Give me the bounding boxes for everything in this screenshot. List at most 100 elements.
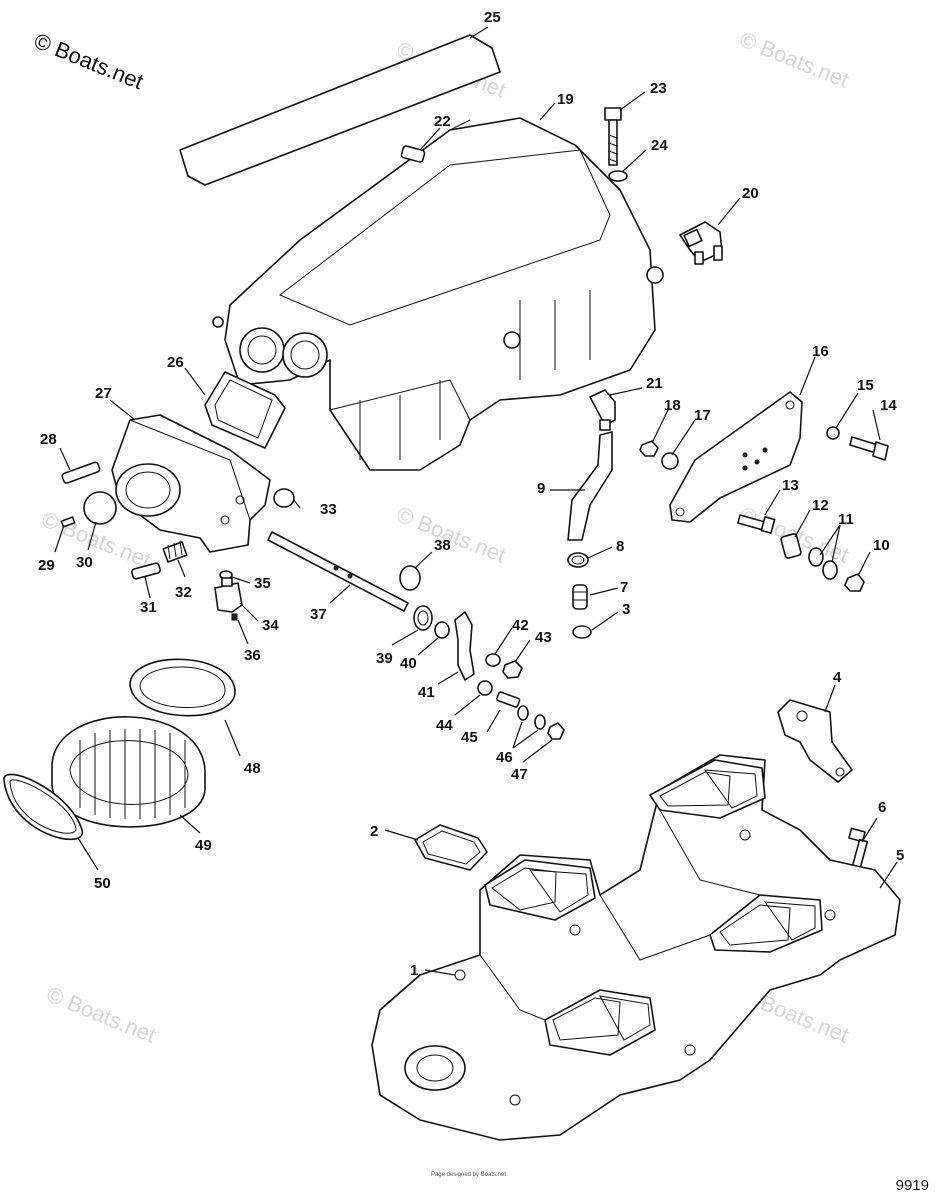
callout-5: 5 [896, 847, 904, 864]
part-7-valve [572, 584, 588, 610]
part-29-screw [60, 516, 76, 528]
callout-4: 4 [833, 669, 842, 686]
part-36-screw [231, 613, 238, 621]
callout-31: 31 [140, 599, 157, 616]
callout-36: 36 [244, 647, 261, 664]
callout-48: 48 [244, 760, 261, 777]
callout-7: 7 [620, 579, 628, 596]
drawing-number: 9919 [895, 1177, 929, 1194]
part-37-shaft [267, 531, 409, 612]
callout-6: 6 [878, 799, 886, 816]
callout-11: 11 [838, 511, 854, 528]
callout-18: 18 [664, 397, 681, 414]
callout-17: 17 [694, 407, 711, 424]
part-41-lever [454, 611, 475, 681]
part-42-washer [485, 653, 501, 667]
callout-1: 1 [410, 962, 418, 979]
callout-15: 15 [857, 377, 874, 394]
part-20-fitting [679, 221, 723, 265]
svg-text:© Boats.net: © Boats.net [393, 501, 509, 567]
part-38-ring [399, 565, 421, 591]
callout-46: 46 [496, 749, 513, 766]
callout-13: 13 [782, 477, 799, 494]
callout-9: 9 [537, 480, 545, 497]
part-25-gasket [179, 34, 501, 186]
callout-12: 12 [812, 497, 829, 514]
callout-45: 45 [461, 729, 478, 746]
part-9-hose [567, 431, 613, 541]
part-3-grommet [572, 625, 592, 639]
part-40-spacer [434, 621, 450, 639]
part-1-intake-manifold [371, 754, 901, 1141]
part-30-plate [83, 491, 117, 525]
callout-32: 32 [175, 584, 192, 601]
callout-16: 16 [812, 343, 829, 360]
part-48-gasket [129, 658, 236, 717]
callout-labels: 25 22 23 19 24 20 26 27 21 16 15 14 18 1… [38, 9, 904, 979]
part-17-washer [661, 452, 679, 470]
part-11-washer [808, 547, 838, 580]
part-27-throttle-body [111, 414, 271, 553]
callout-28: 28 [40, 431, 57, 448]
part-16-bracket [669, 391, 803, 523]
callout-29: 29 [38, 557, 55, 574]
part-23-bolt [604, 107, 622, 166]
part-8-clamp [567, 552, 589, 568]
part-14-bolt [849, 436, 889, 461]
callout-49: 49 [195, 837, 212, 854]
part-32-spring [162, 540, 188, 563]
callout-50: 50 [94, 875, 111, 892]
part-19-plenum [212, 117, 664, 471]
callout-42: 42 [512, 617, 529, 634]
callout-38: 38 [434, 537, 451, 554]
part-22-screw [400, 145, 426, 163]
svg-text:© Boats.net: © Boats.net [43, 981, 159, 1047]
callout-23: 23 [650, 80, 667, 97]
part-46-washer [517, 705, 546, 730]
callout-8: 8 [616, 538, 624, 555]
callout-21: 21 [646, 375, 663, 392]
part-13-stud [737, 514, 776, 534]
callout-3: 3 [622, 601, 630, 618]
part-21-elbow [589, 389, 616, 431]
callout-39: 39 [376, 650, 393, 667]
callout-40: 40 [400, 655, 417, 672]
part-39-bushing [413, 605, 433, 631]
callout-43: 43 [535, 629, 552, 646]
callout-2: 2 [370, 823, 378, 840]
part-10-nut [844, 573, 865, 592]
callout-34: 34 [262, 617, 279, 634]
leader-lines [54, 26, 898, 976]
part-31-screw [131, 562, 161, 580]
callout-19: 19 [557, 91, 574, 108]
svg-text:© Boats.net: © Boats.net [736, 26, 852, 92]
part-24-washer [608, 170, 628, 182]
part-15-washer [826, 426, 840, 440]
part-4-bracket [777, 699, 853, 783]
part-12-spacer [780, 533, 802, 559]
callout-24: 24 [651, 137, 668, 154]
part-45-stud [496, 691, 521, 708]
part-18-nut [639, 440, 659, 457]
callout-26: 26 [167, 354, 184, 371]
callout-37: 37 [310, 606, 327, 623]
part-33-plug [273, 488, 295, 508]
callout-22: 22 [434, 113, 451, 130]
part-50-gasket-ring [3, 773, 83, 841]
callout-14: 14 [880, 397, 897, 414]
callout-25: 25 [484, 9, 501, 26]
callout-33: 33 [320, 501, 337, 518]
callout-44: 44 [436, 717, 453, 734]
callout-41: 41 [418, 684, 435, 701]
part-28-screw [61, 461, 101, 484]
part-2-gasket [414, 824, 488, 871]
part-49-air-filter [51, 716, 206, 828]
callout-10: 10 [873, 537, 890, 554]
part-44-washer [477, 680, 493, 696]
callout-30: 30 [76, 554, 93, 571]
callout-35: 35 [254, 575, 271, 592]
part-34-sensor [214, 577, 243, 613]
footer-note: Page designed by Boats.net [430, 1172, 507, 1178]
part-26-gasket [204, 371, 286, 449]
